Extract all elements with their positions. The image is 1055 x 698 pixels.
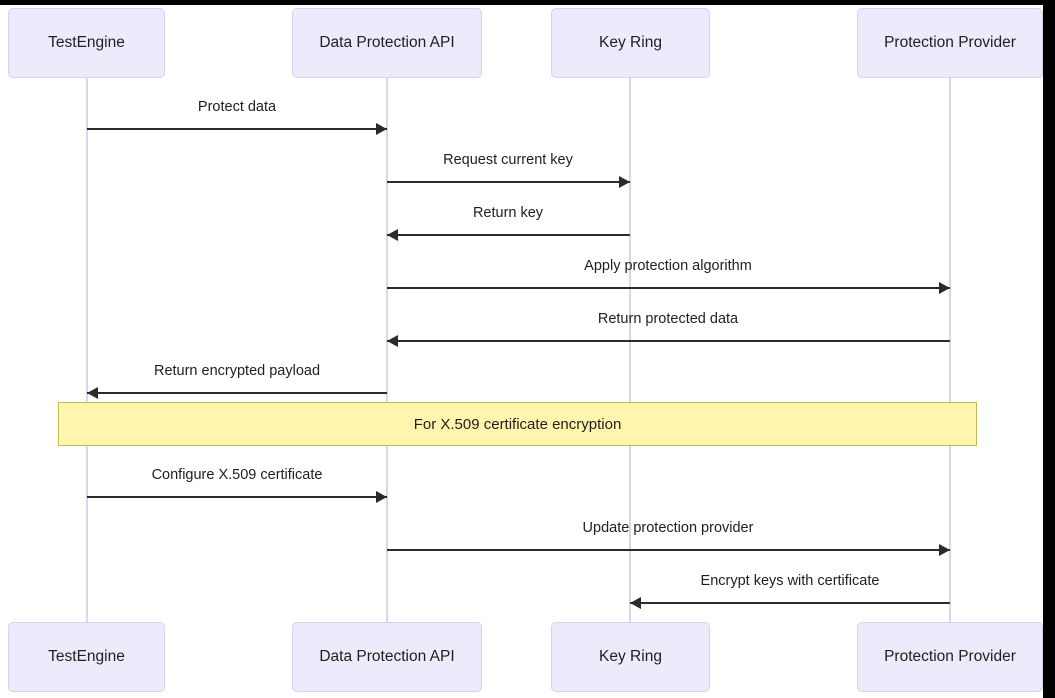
participant-label-keyring: Key Ring <box>599 34 662 52</box>
participant-label-dpapi: Data Protection API <box>319 34 455 52</box>
message-line-3 <box>387 287 950 289</box>
message-label-5: Return encrypted payload <box>153 363 321 379</box>
participant-box-dpapi-bottom[interactable]: Data Protection API <box>292 622 482 692</box>
participant-label-testengine: TestEngine <box>48 648 125 666</box>
participant-label-dpapi: Data Protection API <box>319 648 455 666</box>
note-box-0: For X.509 certificate encryption <box>58 402 977 446</box>
note-label-0: For X.509 certificate encryption <box>413 415 622 433</box>
arrowhead-right-0 <box>376 123 387 135</box>
message-line-5 <box>87 392 387 394</box>
message-label-8: Encrypt keys with certificate <box>700 573 880 589</box>
message-line-7 <box>387 549 950 551</box>
participant-box-provider-top[interactable]: Protection Provider <box>857 8 1043 78</box>
participant-box-testengine-bottom[interactable]: TestEngine <box>8 622 165 692</box>
arrowhead-right-1 <box>619 176 630 188</box>
message-label-3: Apply protection algorithm <box>584 258 752 274</box>
message-line-8 <box>630 602 950 604</box>
arrowhead-right-7 <box>939 544 950 556</box>
message-line-6 <box>87 496 387 498</box>
image-border-top <box>0 0 1055 5</box>
message-label-2: Return key <box>472 205 544 221</box>
message-line-0 <box>87 128 387 130</box>
arrowhead-right-3 <box>939 282 950 294</box>
participant-label-keyring: Key Ring <box>599 648 662 666</box>
arrowhead-left-4 <box>387 335 398 347</box>
message-label-0: Protect data <box>197 99 277 115</box>
lifeline-dpapi <box>386 78 388 622</box>
message-label-7: Update protection provider <box>582 520 754 536</box>
participant-box-keyring-bottom[interactable]: Key Ring <box>551 622 710 692</box>
participant-box-dpapi-top[interactable]: Data Protection API <box>292 8 482 78</box>
participant-label-provider: Protection Provider <box>884 34 1016 52</box>
message-line-1 <box>387 181 630 183</box>
participant-label-testengine: TestEngine <box>48 34 125 52</box>
lifeline-keyring <box>629 78 631 622</box>
arrowhead-left-5 <box>87 387 98 399</box>
arrowhead-left-8 <box>630 597 641 609</box>
image-border-right <box>1043 0 1055 698</box>
message-label-1: Request current key <box>443 152 573 168</box>
participant-box-provider-bottom[interactable]: Protection Provider <box>857 622 1043 692</box>
message-line-2 <box>387 234 630 236</box>
participant-box-keyring-top[interactable]: Key Ring <box>551 8 710 78</box>
arrowhead-left-2 <box>387 229 398 241</box>
participant-label-provider: Protection Provider <box>884 648 1016 666</box>
arrowhead-right-6 <box>376 491 387 503</box>
lifeline-provider <box>949 78 951 622</box>
lifeline-testengine <box>86 78 88 622</box>
message-label-6: Configure X.509 certificate <box>151 467 323 483</box>
participant-box-testengine-top[interactable]: TestEngine <box>8 8 165 78</box>
message-line-4 <box>387 340 950 342</box>
message-label-4: Return protected data <box>597 311 739 327</box>
